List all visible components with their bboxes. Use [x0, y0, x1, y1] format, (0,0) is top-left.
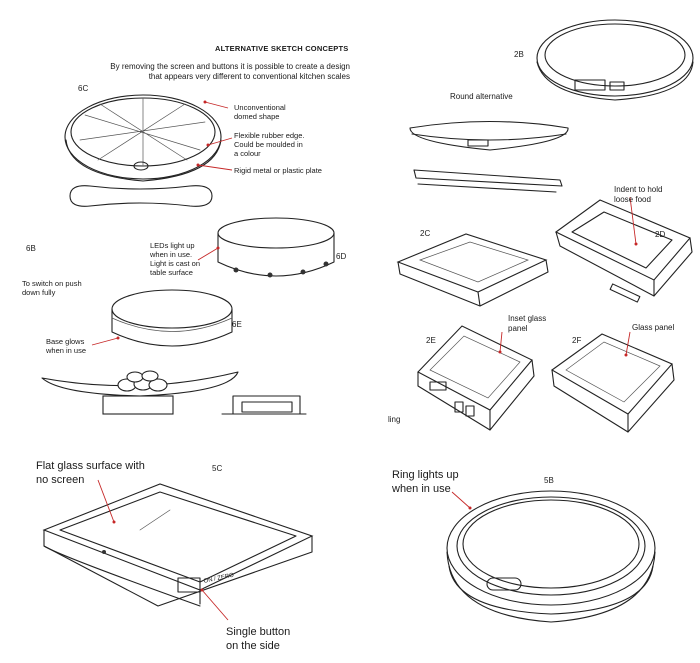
sketch-2f-scale [550, 333, 675, 433]
note-round-alt: Round alternative [450, 92, 513, 101]
note-inset: Inset glass panel [508, 314, 547, 333]
note-flat-glass: Flat glass surface with no screen [36, 460, 145, 486]
note-glass-panel: Glass panel [632, 323, 675, 332]
note-ling: ling [388, 415, 401, 424]
sketch-push-switch [221, 395, 307, 415]
sketch-6e-glow-base [111, 289, 233, 347]
note-ring: Ring lights up when in use [392, 469, 459, 495]
intro-text: By removing the screen and buttons it is… [110, 62, 350, 81]
note-indent: Indent to hold loose food [614, 185, 663, 204]
code-2d: 2D [655, 230, 666, 239]
code-6b: 6B [26, 244, 36, 253]
note-switch: To switch on push down fully [22, 279, 82, 297]
note-domed: Unconventional domed shape [234, 103, 286, 121]
sketch-2b-round-scale [536, 19, 694, 101]
sketch-6b-plate-eggs [41, 370, 239, 415]
code-6e: 6E [232, 320, 242, 329]
code-2c: 2C [420, 229, 431, 238]
note-plate: Rigid metal or plastic plate [234, 166, 322, 175]
code-2f: 2F [572, 336, 582, 345]
sketch-2e-scale [417, 325, 535, 431]
sketch-2d-scale [554, 199, 693, 303]
note-glows: Base glows when in use [46, 337, 87, 355]
code-6c: 6C [78, 84, 89, 93]
sketch-5c-flat-scale [42, 483, 314, 607]
code-2e: 2E [426, 336, 436, 345]
leader-lines [91, 100, 638, 621]
code-5c: 5C [212, 464, 223, 473]
sketch-round-alternative [409, 120, 569, 193]
sketch-2c-scale [396, 233, 549, 307]
note-single-button: Single button on the side [226, 626, 291, 652]
page-title: ALTERNATIVE SKETCH CONCEPTS [215, 44, 349, 53]
code-2b: 2B [514, 50, 524, 59]
code-5b: 5B [544, 476, 554, 485]
sketch-6c-profile [69, 185, 213, 207]
sketch-6d-led-puck [217, 217, 335, 278]
sketch-6c-domed-scale [64, 94, 222, 182]
sketch-5b-ring-scale [446, 490, 656, 623]
note-rubber: Flexible rubber edge. Could be moulded i… [234, 131, 305, 158]
note-leds: LEDs light up when in use. Light is cast… [150, 241, 201, 277]
code-6d: 6D [336, 252, 347, 261]
